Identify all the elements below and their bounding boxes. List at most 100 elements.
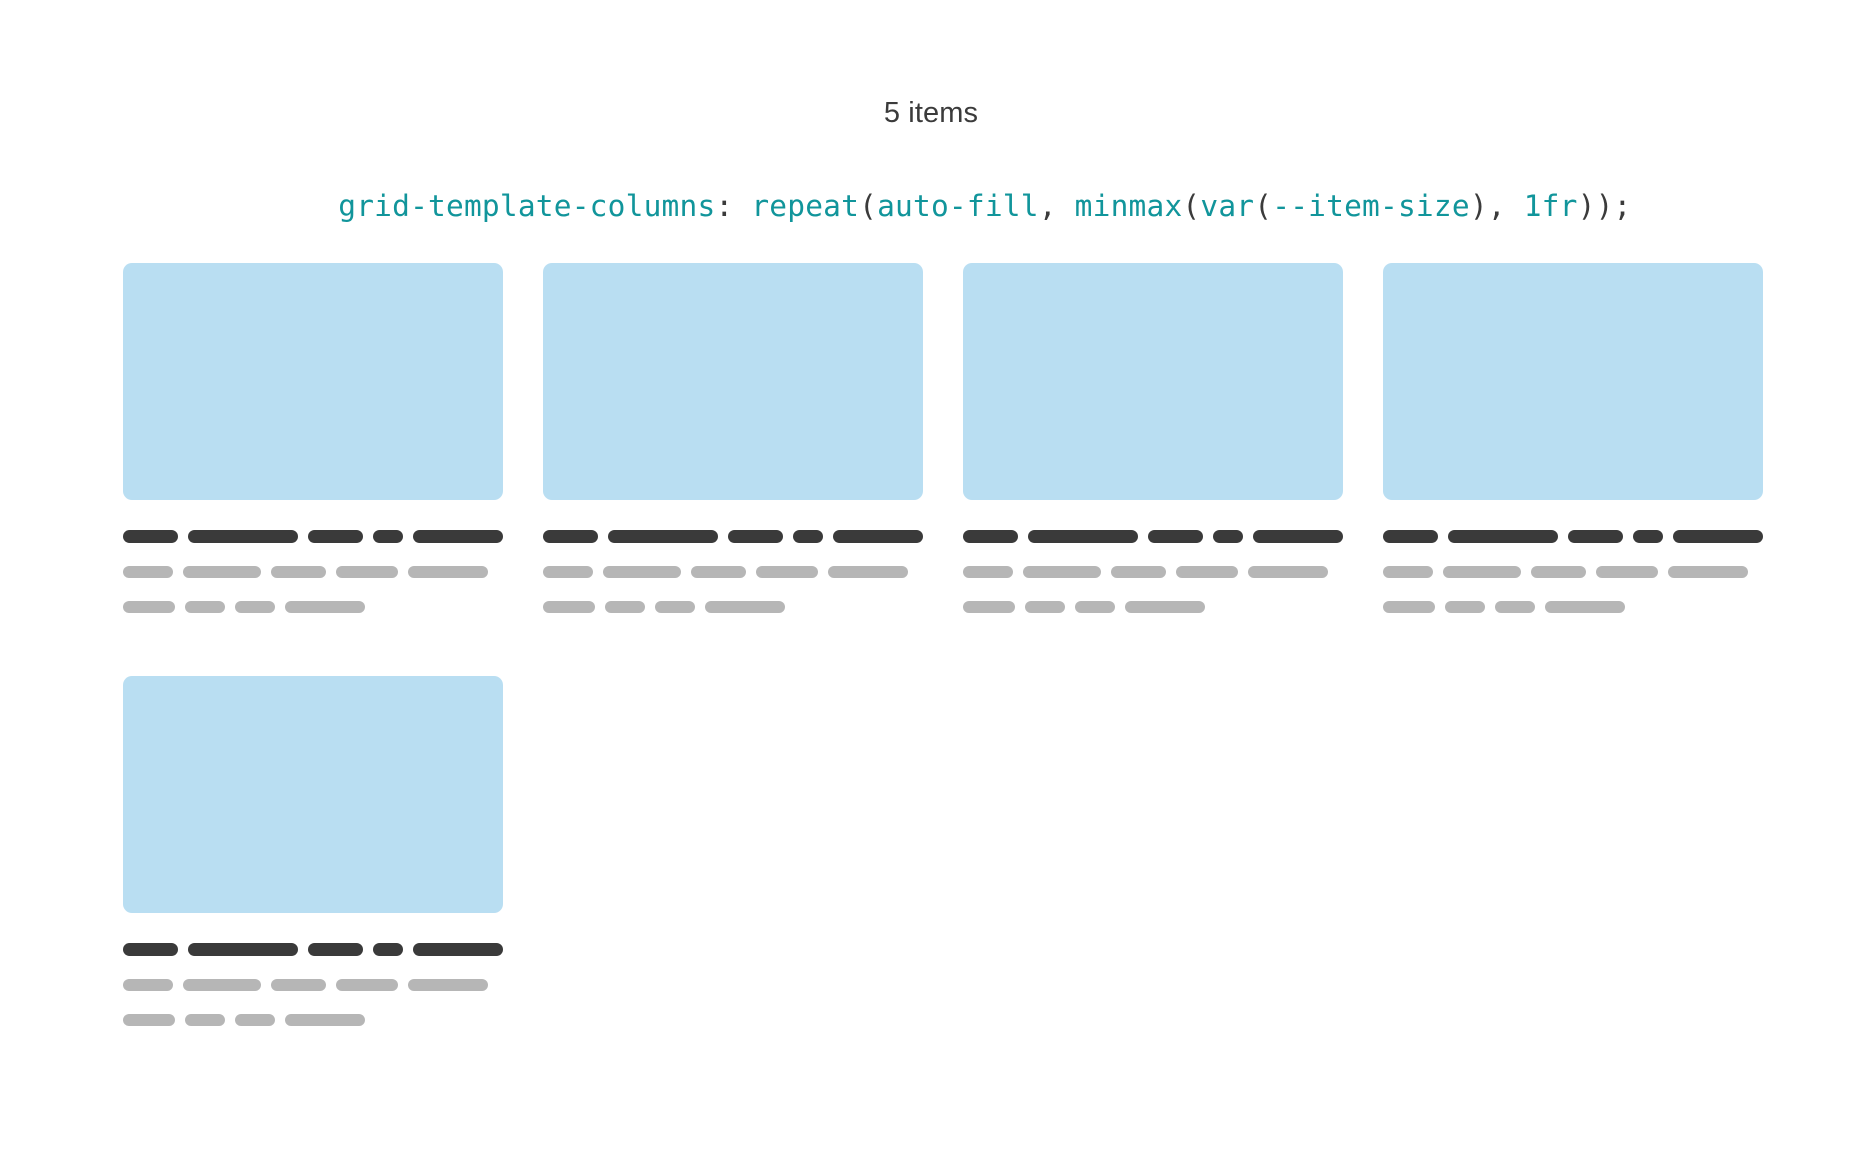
card-thumbnail-placeholder[interactable] xyxy=(543,263,923,500)
text-bar-1 xyxy=(123,1014,175,1026)
text-bar-4 xyxy=(705,601,785,613)
text-bar-3 xyxy=(655,601,695,613)
text-bar-4 xyxy=(1596,566,1658,578)
css-close-paren-3: ) xyxy=(1595,188,1614,223)
grid-card[interactable] xyxy=(963,263,1343,613)
card-text-placeholders xyxy=(963,500,1343,613)
css-semicolon: ; xyxy=(1613,188,1632,223)
item-count-label: 5 items xyxy=(883,97,979,129)
title-bar-1 xyxy=(543,530,598,543)
css-close-paren-1: ) xyxy=(1469,188,1488,223)
title-bar-4 xyxy=(373,943,403,956)
card-body-placeholder-row-1 xyxy=(1383,566,1763,578)
card-title-placeholder-row xyxy=(123,530,503,543)
title-bar-5 xyxy=(1253,530,1343,543)
title-bar-5 xyxy=(833,530,923,543)
text-bar-5 xyxy=(408,979,488,991)
grid-card[interactable] xyxy=(123,676,503,1026)
title-bar-2 xyxy=(188,530,298,543)
grid-card[interactable] xyxy=(123,263,503,613)
css-rule-display: grid-template-columns: repeat(auto-fill,… xyxy=(0,131,1862,262)
title-bar-3 xyxy=(1148,530,1203,543)
card-grid xyxy=(123,263,1763,1026)
card-title-placeholder-row xyxy=(123,943,503,956)
css-comma-2: , xyxy=(1487,188,1524,223)
css-open-paren-3: ( xyxy=(1254,188,1273,223)
title-bar-4 xyxy=(373,530,403,543)
text-bar-1 xyxy=(963,601,1015,613)
title-bar-3 xyxy=(1568,530,1623,543)
text-bar-1 xyxy=(543,601,595,613)
css-custom-property: --item-size xyxy=(1272,188,1470,223)
text-bar-5 xyxy=(1668,566,1748,578)
text-bar-3 xyxy=(271,979,326,991)
text-bar-2 xyxy=(1443,566,1521,578)
css-open-paren-1: ( xyxy=(859,188,878,223)
card-thumbnail-placeholder[interactable] xyxy=(1383,263,1763,500)
css-fraction-value: 1fr xyxy=(1523,188,1578,223)
text-bar-4 xyxy=(336,979,398,991)
text-bar-4 xyxy=(336,566,398,578)
text-bar-1 xyxy=(1383,601,1435,613)
text-bar-1 xyxy=(963,566,1013,578)
css-close-paren-2: ) xyxy=(1577,188,1596,223)
css-repeat-function: repeat xyxy=(751,188,860,223)
text-bar-3 xyxy=(1495,601,1535,613)
css-auto-fill-keyword: auto-fill xyxy=(877,188,1039,223)
card-body-placeholder-row-1 xyxy=(963,566,1343,578)
card-text-placeholders xyxy=(543,500,923,613)
text-bar-4 xyxy=(1176,566,1238,578)
text-bar-2 xyxy=(183,979,261,991)
title-bar-5 xyxy=(413,530,503,543)
card-body-placeholder-row-1 xyxy=(543,566,923,578)
text-bar-4 xyxy=(1125,601,1205,613)
title-bar-1 xyxy=(1383,530,1438,543)
card-text-placeholders xyxy=(123,500,503,613)
card-thumbnail-placeholder[interactable] xyxy=(123,263,503,500)
card-thumbnail-placeholder[interactable] xyxy=(963,263,1343,500)
title-bar-2 xyxy=(1448,530,1558,543)
text-bar-5 xyxy=(828,566,908,578)
text-bar-1 xyxy=(543,566,593,578)
header: 5 items grid-template-columns: repeat(au… xyxy=(0,0,1862,261)
card-body-placeholder-row-2 xyxy=(963,601,1343,613)
text-bar-1 xyxy=(1383,566,1433,578)
css-open-paren-2: ( xyxy=(1182,188,1201,223)
text-bar-1 xyxy=(123,979,173,991)
title-bar-3 xyxy=(728,530,783,543)
text-bar-5 xyxy=(408,566,488,578)
css-property-name: grid-template-columns xyxy=(338,188,716,223)
text-bar-3 xyxy=(1075,601,1115,613)
text-bar-1 xyxy=(123,566,173,578)
text-bar-3 xyxy=(691,566,746,578)
card-thumbnail-placeholder[interactable] xyxy=(123,676,503,913)
css-comma-1: , xyxy=(1038,188,1075,223)
text-bar-4 xyxy=(285,1014,365,1026)
title-bar-2 xyxy=(608,530,718,543)
card-title-placeholder-row xyxy=(1383,530,1763,543)
text-bar-3 xyxy=(1111,566,1166,578)
text-bar-1 xyxy=(123,601,175,613)
text-bar-2 xyxy=(185,1014,225,1026)
card-body-placeholder-row-1 xyxy=(123,979,503,991)
text-bar-2 xyxy=(185,601,225,613)
card-body-placeholder-row-2 xyxy=(123,601,503,613)
text-bar-4 xyxy=(1545,601,1625,613)
card-title-placeholder-row xyxy=(963,530,1343,543)
title-bar-3 xyxy=(308,530,363,543)
text-bar-2 xyxy=(603,566,681,578)
css-colon: : xyxy=(715,188,734,223)
text-bar-2 xyxy=(183,566,261,578)
card-body-placeholder-row-2 xyxy=(543,601,923,613)
card-text-placeholders xyxy=(123,913,503,1026)
title-bar-1 xyxy=(123,943,178,956)
card-text-placeholders xyxy=(1383,500,1763,613)
text-bar-4 xyxy=(756,566,818,578)
text-bar-3 xyxy=(235,1014,275,1026)
grid-card[interactable] xyxy=(543,263,923,613)
text-bar-3 xyxy=(271,566,326,578)
text-bar-2 xyxy=(605,601,645,613)
grid-card[interactable] xyxy=(1383,263,1763,613)
text-bar-2 xyxy=(1025,601,1065,613)
